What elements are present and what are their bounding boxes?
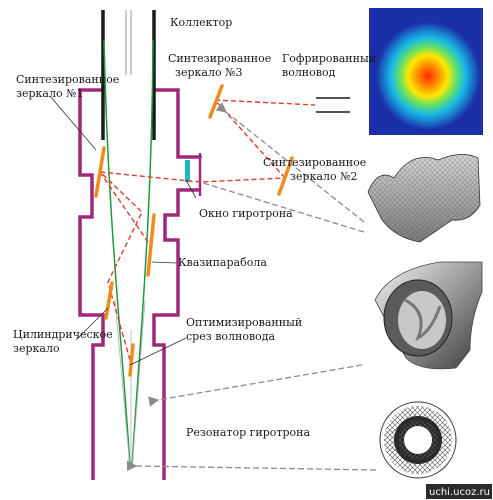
label-cut-line1: Оптимизированный <box>186 316 302 329</box>
collector <box>101 10 156 140</box>
label-resonator: Резонатор гиротрона <box>186 426 311 439</box>
electron-beam <box>103 39 154 469</box>
gyrotron-body <box>78 88 202 480</box>
mirror-2 <box>277 156 294 196</box>
watermark: uchi.ucoz.ru <box>429 487 490 498</box>
mirror-3 <box>208 84 224 119</box>
label-cylindrical-line1: Цилиндрическое <box>13 328 113 341</box>
label-mirror3-line1: Синтезированное <box>168 52 271 65</box>
gyrotron-window <box>185 160 190 182</box>
body-right-wall <box>152 88 202 480</box>
label-mirror2-line2: зеркало №2 <box>290 170 358 183</box>
watermark-bg <box>426 484 492 499</box>
body-left-wall <box>78 88 105 480</box>
corrugated-waveguide-symbol <box>316 97 350 113</box>
label-quasiparabola: Квазипарабола <box>178 256 267 269</box>
quasiparabola-mirror <box>146 213 156 277</box>
label-window: Окно гиротрона <box>199 207 293 220</box>
label-cylindrical-line2: зеркало <box>13 342 60 355</box>
optimized-cut-mirror <box>128 343 135 377</box>
mirror-surface-3d-icon <box>367 154 481 243</box>
label-waveguide-line2: волновод <box>282 66 336 79</box>
waveguide-cut-3d-icon <box>368 261 483 370</box>
label-waveguide-line1: Гофрированный <box>282 52 376 65</box>
label-mirror2-line1: Синтезированное <box>263 156 366 169</box>
pointer-arrows <box>126 102 377 472</box>
cavity-mode-pattern-icon <box>379 401 457 479</box>
label-mirror1-line1: Синтезированное <box>16 73 119 86</box>
leader-lines <box>49 95 197 366</box>
label-cut-line2: срез волновода <box>186 330 276 343</box>
mirrors <box>94 84 294 377</box>
label-mirror3-line2: зеркало №3 <box>175 66 243 79</box>
label-collector: Коллектор <box>170 16 232 29</box>
mirror-1 <box>94 146 106 198</box>
gaussian-beam-heatmap-icon <box>369 8 483 135</box>
label-mirror1-line2: зеркало №1 <box>16 87 84 100</box>
cylindrical-mirror <box>104 281 114 320</box>
